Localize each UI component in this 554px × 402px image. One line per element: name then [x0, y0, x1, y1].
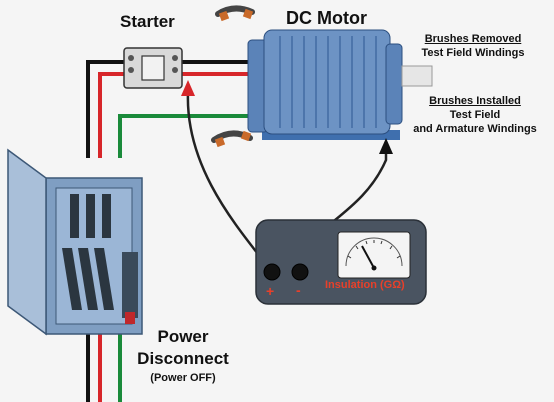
starter-motor-wires [180, 60, 250, 76]
red-wire-supply [98, 72, 132, 158]
power-label: Power [157, 327, 209, 346]
meter-dial [337, 231, 411, 279]
power-off-label: (Power OFF) [150, 372, 216, 384]
starter-contactor [141, 55, 165, 81]
motor-endbell-right [385, 43, 403, 125]
motor-base [262, 130, 400, 140]
meter-label: Insulation (GΩ) [325, 279, 405, 291]
meter-plus-label: + [266, 283, 275, 299]
brushes-removed-detail: Test Field Windings [421, 47, 525, 59]
disconnect-door [7, 148, 47, 336]
supply-wires [86, 60, 250, 402]
starter-terminal [172, 55, 178, 61]
removed-brush-top [215, 5, 255, 22]
motor-label: DC Motor [286, 8, 367, 28]
brushes-removed-heading: Brushes Removed [424, 33, 522, 45]
disconnect-label: Disconnect [137, 349, 229, 368]
green-ground-wire [118, 114, 250, 158]
positive-jack [263, 263, 281, 281]
brushes-installed-heading: Brushes Installed [429, 95, 521, 107]
removed-brush-bottom [211, 130, 253, 148]
brushes-removed-note: Brushes Removed Test Field Windings [418, 32, 528, 60]
disconnect-blades [62, 248, 114, 310]
starter-terminal [128, 67, 134, 73]
positive-lead-arrow [181, 80, 195, 96]
power-disconnect-label: Power Disconnect [128, 326, 238, 370]
starter-terminal [172, 67, 178, 73]
starter-terminal [128, 55, 134, 61]
disconnect-handle-tip [125, 312, 135, 324]
negative-lead-arrow [379, 138, 393, 154]
disconnect-handle [122, 252, 138, 318]
meter-scale-ticks [347, 240, 401, 259]
black-wire-supply [86, 60, 132, 158]
meter-needle [361, 245, 375, 269]
dc-motor [247, 29, 433, 140]
meter-needle-pivot [371, 265, 377, 271]
starter-label: Starter [120, 12, 175, 31]
meter-minus-label: - [296, 282, 301, 298]
motor-shaft [401, 65, 433, 87]
disconnect-fuses [70, 194, 111, 238]
starter [123, 47, 183, 89]
motor-cooling-fins [279, 36, 377, 128]
power-disconnect [7, 148, 143, 336]
brushes-installed-detail-2: and Armature Windings [413, 123, 537, 135]
brushes-installed-detail-1: Test Field [449, 109, 501, 121]
insulation-meter [255, 219, 427, 305]
meter-scale-arc [345, 237, 403, 267]
brushes-installed-note: Brushes Installed Test Field and Armatur… [406, 94, 544, 136]
negative-jack [291, 263, 309, 281]
